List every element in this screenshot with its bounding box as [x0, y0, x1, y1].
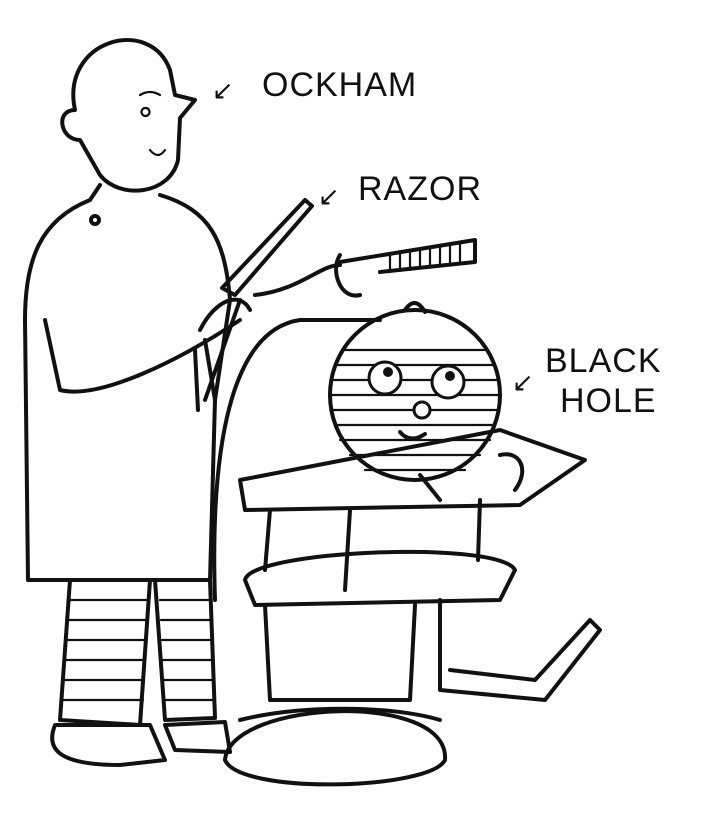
- black-hole-arrow-icon: ↙: [512, 368, 534, 398]
- label-black: BLACK: [545, 342, 662, 380]
- ockham-figure: [23, 38, 252, 767]
- razor: [203, 198, 314, 402]
- label-razor: RAZOR: [358, 170, 482, 208]
- barber-chair: [212, 318, 602, 787]
- ockham-arrow-icon: ↙: [212, 76, 234, 106]
- black-hole-figure: [328, 301, 525, 502]
- label-hole: HOLE: [560, 382, 657, 420]
- razor-arrow-icon: ↙: [318, 182, 340, 212]
- comb: [253, 238, 477, 298]
- label-ockham: OCKHAM: [262, 66, 418, 104]
